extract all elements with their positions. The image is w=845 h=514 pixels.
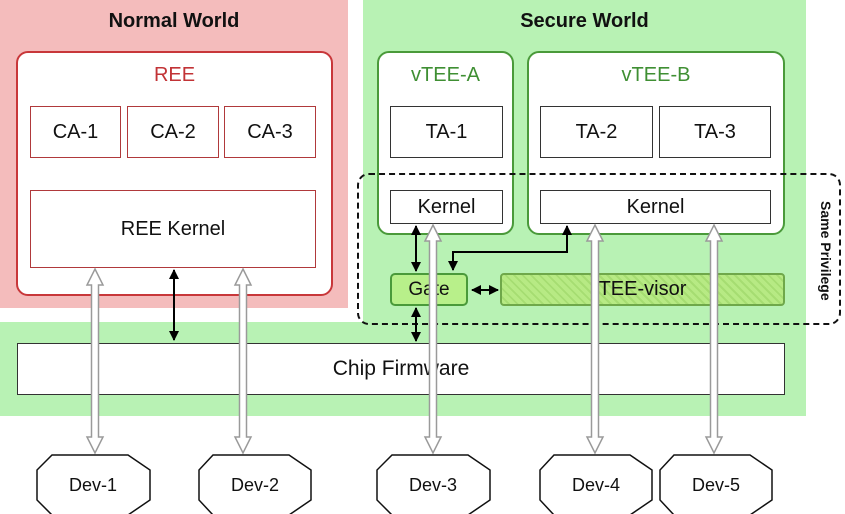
trusted-app-1: TA-1 [390, 106, 503, 158]
device-4-label: Dev-4 [572, 475, 620, 495]
hollow-arrow-ree-dev2 [233, 267, 253, 455]
device-2-shape [198, 454, 312, 514]
client-app-3: CA-3 [224, 106, 316, 158]
hollow-arrow-vtee-b-dev4 [585, 223, 605, 455]
client-app-2: CA-2 [127, 106, 219, 158]
device-4-shape [539, 454, 653, 514]
vtee-a-title: vTEE-A [411, 64, 480, 86]
trusted-app-3: TA-3 [659, 106, 771, 158]
device-1-shape [36, 454, 151, 514]
ree-kernel: REE Kernel [30, 190, 316, 268]
vtee-b-title: vTEE-B [621, 64, 691, 86]
device-3-shape [376, 454, 491, 514]
device-3-label: Dev-3 [409, 475, 457, 495]
hollow-arrow-vtee-b-dev5 [704, 223, 724, 455]
ree-title: REE [153, 64, 196, 86]
device-5-shape [659, 454, 773, 514]
device-2-label: Dev-2 [231, 475, 279, 495]
same-privilege-label: Same Privilege [818, 201, 834, 301]
client-app-1: CA-1 [30, 106, 121, 158]
control-arrow-vtee-b-gate [448, 225, 572, 271]
vtee-b-kernel: Kernel [540, 190, 771, 224]
vtee-a-kernel: Kernel [390, 190, 503, 224]
device-5-label: Dev-5 [692, 475, 740, 495]
trusted-app-2: TA-2 [540, 106, 653, 158]
device-1-label: Dev-1 [69, 475, 117, 495]
secure-world-title: Secure World [520, 10, 649, 32]
hollow-arrow-vtee-a-dev3 [423, 223, 443, 455]
hollow-arrow-ree-dev1 [85, 267, 105, 455]
normal-world-title: Normal World [108, 10, 240, 32]
tee-visor-box: TEE-visor [500, 273, 785, 306]
